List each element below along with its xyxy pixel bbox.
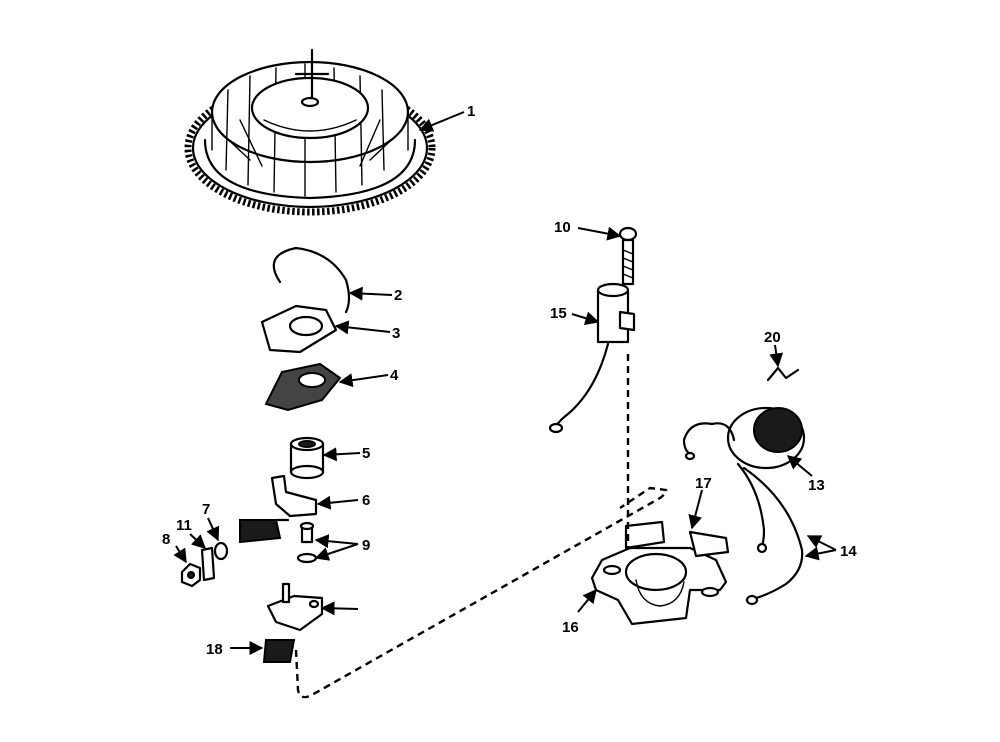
callout-3: 3 (392, 325, 400, 342)
wire-clip-part (766, 366, 800, 382)
gasket-plate-part (260, 304, 338, 354)
callout-8: 8 (162, 531, 170, 548)
felt-pad-part (262, 639, 296, 663)
callout-2: 2 (394, 287, 402, 304)
callout-13: 13 (808, 477, 825, 494)
callout-7: 7 (202, 501, 210, 518)
assembly-line-plate (294, 486, 668, 699)
spring-clip-part (272, 246, 351, 314)
callout-16: 16 (562, 619, 579, 636)
cam-bushing-part (289, 436, 325, 480)
felt-seal-part (264, 362, 342, 412)
breaker-arm-part (239, 474, 318, 544)
callout-9: 9 (362, 537, 370, 554)
breaker-box-part (590, 520, 730, 626)
nut-part (180, 562, 202, 588)
callout-18: 18 (206, 641, 223, 658)
callout-5: 5 (362, 445, 370, 462)
callout-15: 15 (550, 305, 567, 322)
callout-6-upper: 6 (362, 492, 370, 509)
mounting-screw-part (618, 226, 638, 286)
insulator-washer-part (213, 541, 229, 561)
callout-17: 17 (695, 475, 712, 492)
terminal-part (200, 546, 216, 582)
callout-1: 1 (467, 103, 475, 120)
callout-14: 14 (840, 543, 857, 560)
callout-11: 11 (176, 517, 192, 534)
callout-4: 4 (390, 367, 399, 384)
screw-washer-part (296, 521, 318, 564)
lead-wires-part (736, 462, 804, 606)
ignition-coil-part (682, 406, 806, 470)
callout-labels: 1 2 3 4 5 6 7 8 9 10 11 13 14 15 16 17 1… (162, 103, 857, 658)
callout-10: 10 (554, 219, 571, 236)
point-plate-part (266, 582, 324, 632)
leader-lines (173, 111, 837, 655)
callout-20: 20 (764, 329, 781, 346)
flywheel-part (184, 48, 436, 216)
